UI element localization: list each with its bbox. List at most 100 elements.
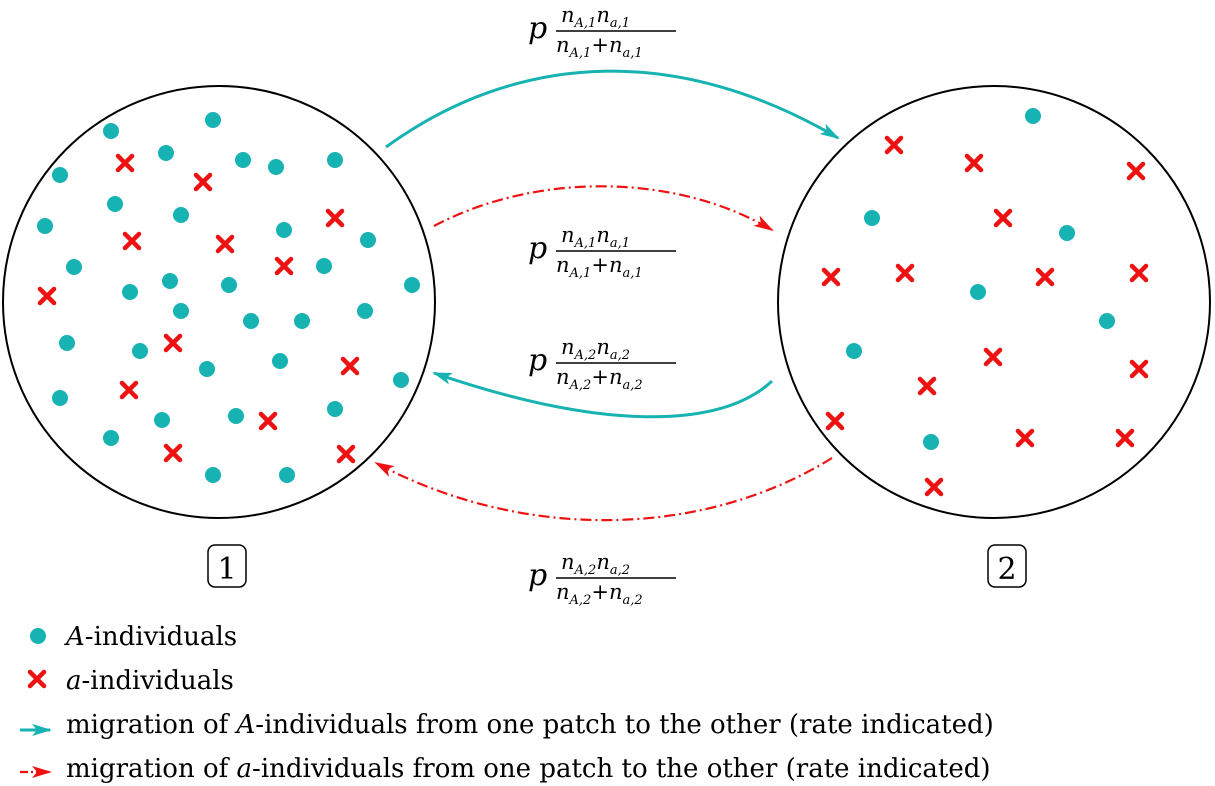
A-individual-dot (103, 430, 119, 446)
rate-denominator: nA,1+na,1 (556, 33, 643, 61)
a-individual-cross (898, 266, 912, 280)
A-individual-dot (404, 277, 420, 293)
legend-a-cross (30, 672, 44, 686)
A-individual-dot (199, 361, 215, 377)
A-individual-dot (272, 353, 288, 369)
a-individual-cross (1018, 431, 1032, 445)
A-individual-dot (243, 313, 259, 329)
A-individual-dot (846, 343, 862, 359)
a-individual-cross (261, 414, 275, 428)
a-individual-cross (339, 447, 353, 461)
A-individual-dot (1099, 313, 1115, 329)
legend-migA-text: migration of A-individuals from one patc… (66, 710, 994, 740)
A-individual-dot (228, 408, 244, 424)
a-individual-cross (920, 379, 934, 393)
rate-label-middle-upper: p nA,1na,1 nA,1+na,1 (528, 223, 676, 281)
a-individual-cross (218, 237, 232, 251)
a-individual-cross (986, 350, 1000, 364)
a-individual-cross (166, 336, 180, 350)
A-individual-dot (66, 259, 82, 275)
A-individual-dot (923, 434, 939, 450)
A-individual-dot (103, 123, 119, 139)
a-individual-cross (328, 211, 342, 225)
A-individual-dot (221, 277, 237, 293)
A-individual-dot (107, 196, 123, 212)
A-individual-dot (205, 112, 221, 128)
A-individual-dot (970, 284, 986, 300)
legend-a-text: a-individuals (66, 666, 234, 696)
arrow-a-2-to-1 (374, 457, 833, 522)
patch-1-circle (2, 85, 436, 519)
a-individual-cross (343, 359, 357, 373)
a-individual-cross (967, 156, 981, 170)
A-individual-dot (235, 152, 251, 168)
rate-label-middle-lower: p nA,2na,2 nA,2+na,2 (528, 335, 676, 393)
patch-1-label-box (207, 544, 247, 588)
arrow-A-2-to-1 (432, 371, 774, 419)
A-individual-dot (279, 467, 295, 483)
A-individual-dot (1025, 108, 1041, 124)
a-individual-cross (1132, 362, 1146, 376)
A-individual-dot (268, 159, 284, 175)
A-individual-dot (360, 232, 376, 248)
A-individual-dot (132, 343, 148, 359)
svg-text:nA,2+na,2: nA,2+na,2 (556, 580, 643, 608)
A-individual-dot (173, 303, 189, 319)
legend-A-text: A-individuals (64, 622, 237, 652)
A-individual-dot (205, 467, 221, 483)
a-individual-cross (887, 138, 901, 152)
A-individual-dot (294, 313, 310, 329)
A-individual-dot (162, 273, 178, 289)
a-individual-cross (122, 383, 136, 397)
A-individual-dot (52, 167, 68, 183)
svg-text:p: p (528, 558, 547, 593)
a-individual-cross (824, 270, 838, 284)
a-individual-cross (1038, 270, 1052, 284)
legend: A-individuals a-individuals migration of… (20, 622, 994, 784)
a-individual-cross (125, 234, 139, 248)
patch-2-label: 2 (997, 552, 1016, 587)
svg-text:p: p (528, 343, 547, 378)
a-individual-cross (196, 175, 210, 189)
A-individual-dot (52, 390, 68, 406)
rate-numerator: nA,1na,1 (561, 3, 630, 31)
A-individual-dot (327, 401, 343, 417)
A-individual-dot (357, 303, 373, 319)
a-individual-cross (1118, 431, 1132, 445)
a-individual-cross (1132, 266, 1146, 280)
arrow-a-1-to-2 (433, 185, 774, 232)
a-individual-cross (1129, 164, 1143, 178)
svg-text:nA,2na,2: nA,2na,2 (561, 550, 630, 578)
A-individual-dot (122, 284, 138, 300)
svg-text:nA,2na,2: nA,2na,2 (561, 335, 630, 363)
rate-label-bottom: p nA,2na,2 nA,2+na,2 (528, 550, 676, 608)
A-individual-dot (393, 372, 409, 388)
a-individual-cross (996, 211, 1010, 225)
individuals-layer (37, 108, 1146, 494)
arrow-A-1-to-2 (385, 69, 840, 149)
a-individual-cross (277, 259, 291, 273)
a-individual-cross (40, 289, 54, 303)
svg-text:nA,1+na,1: nA,1+na,1 (556, 253, 643, 281)
A-individual-dot (158, 145, 174, 161)
A-individual-dot (173, 207, 189, 223)
patch-2-circle (777, 85, 1211, 519)
A-individual-dot (864, 210, 880, 226)
A-individual-dot (154, 412, 170, 428)
a-individual-cross (828, 414, 842, 428)
legend-miga-text: migration of a-individuals from one patc… (66, 754, 991, 784)
A-individual-dot (276, 222, 292, 238)
rate-p: p (528, 11, 547, 46)
a-individual-cross (118, 156, 132, 170)
rate-label-top: p nA,1na,1 nA,1+na,1 (528, 3, 676, 61)
A-individual-dot (37, 218, 53, 234)
svg-text:nA,1na,1: nA,1na,1 (561, 223, 630, 251)
svg-text:nA,2+na,2: nA,2+na,2 (556, 365, 643, 393)
a-individual-cross (927, 480, 941, 494)
svg-text:p: p (528, 231, 547, 266)
A-individual-dot (1059, 225, 1075, 241)
legend-A-dot (30, 628, 46, 644)
A-individual-dot (327, 152, 343, 168)
